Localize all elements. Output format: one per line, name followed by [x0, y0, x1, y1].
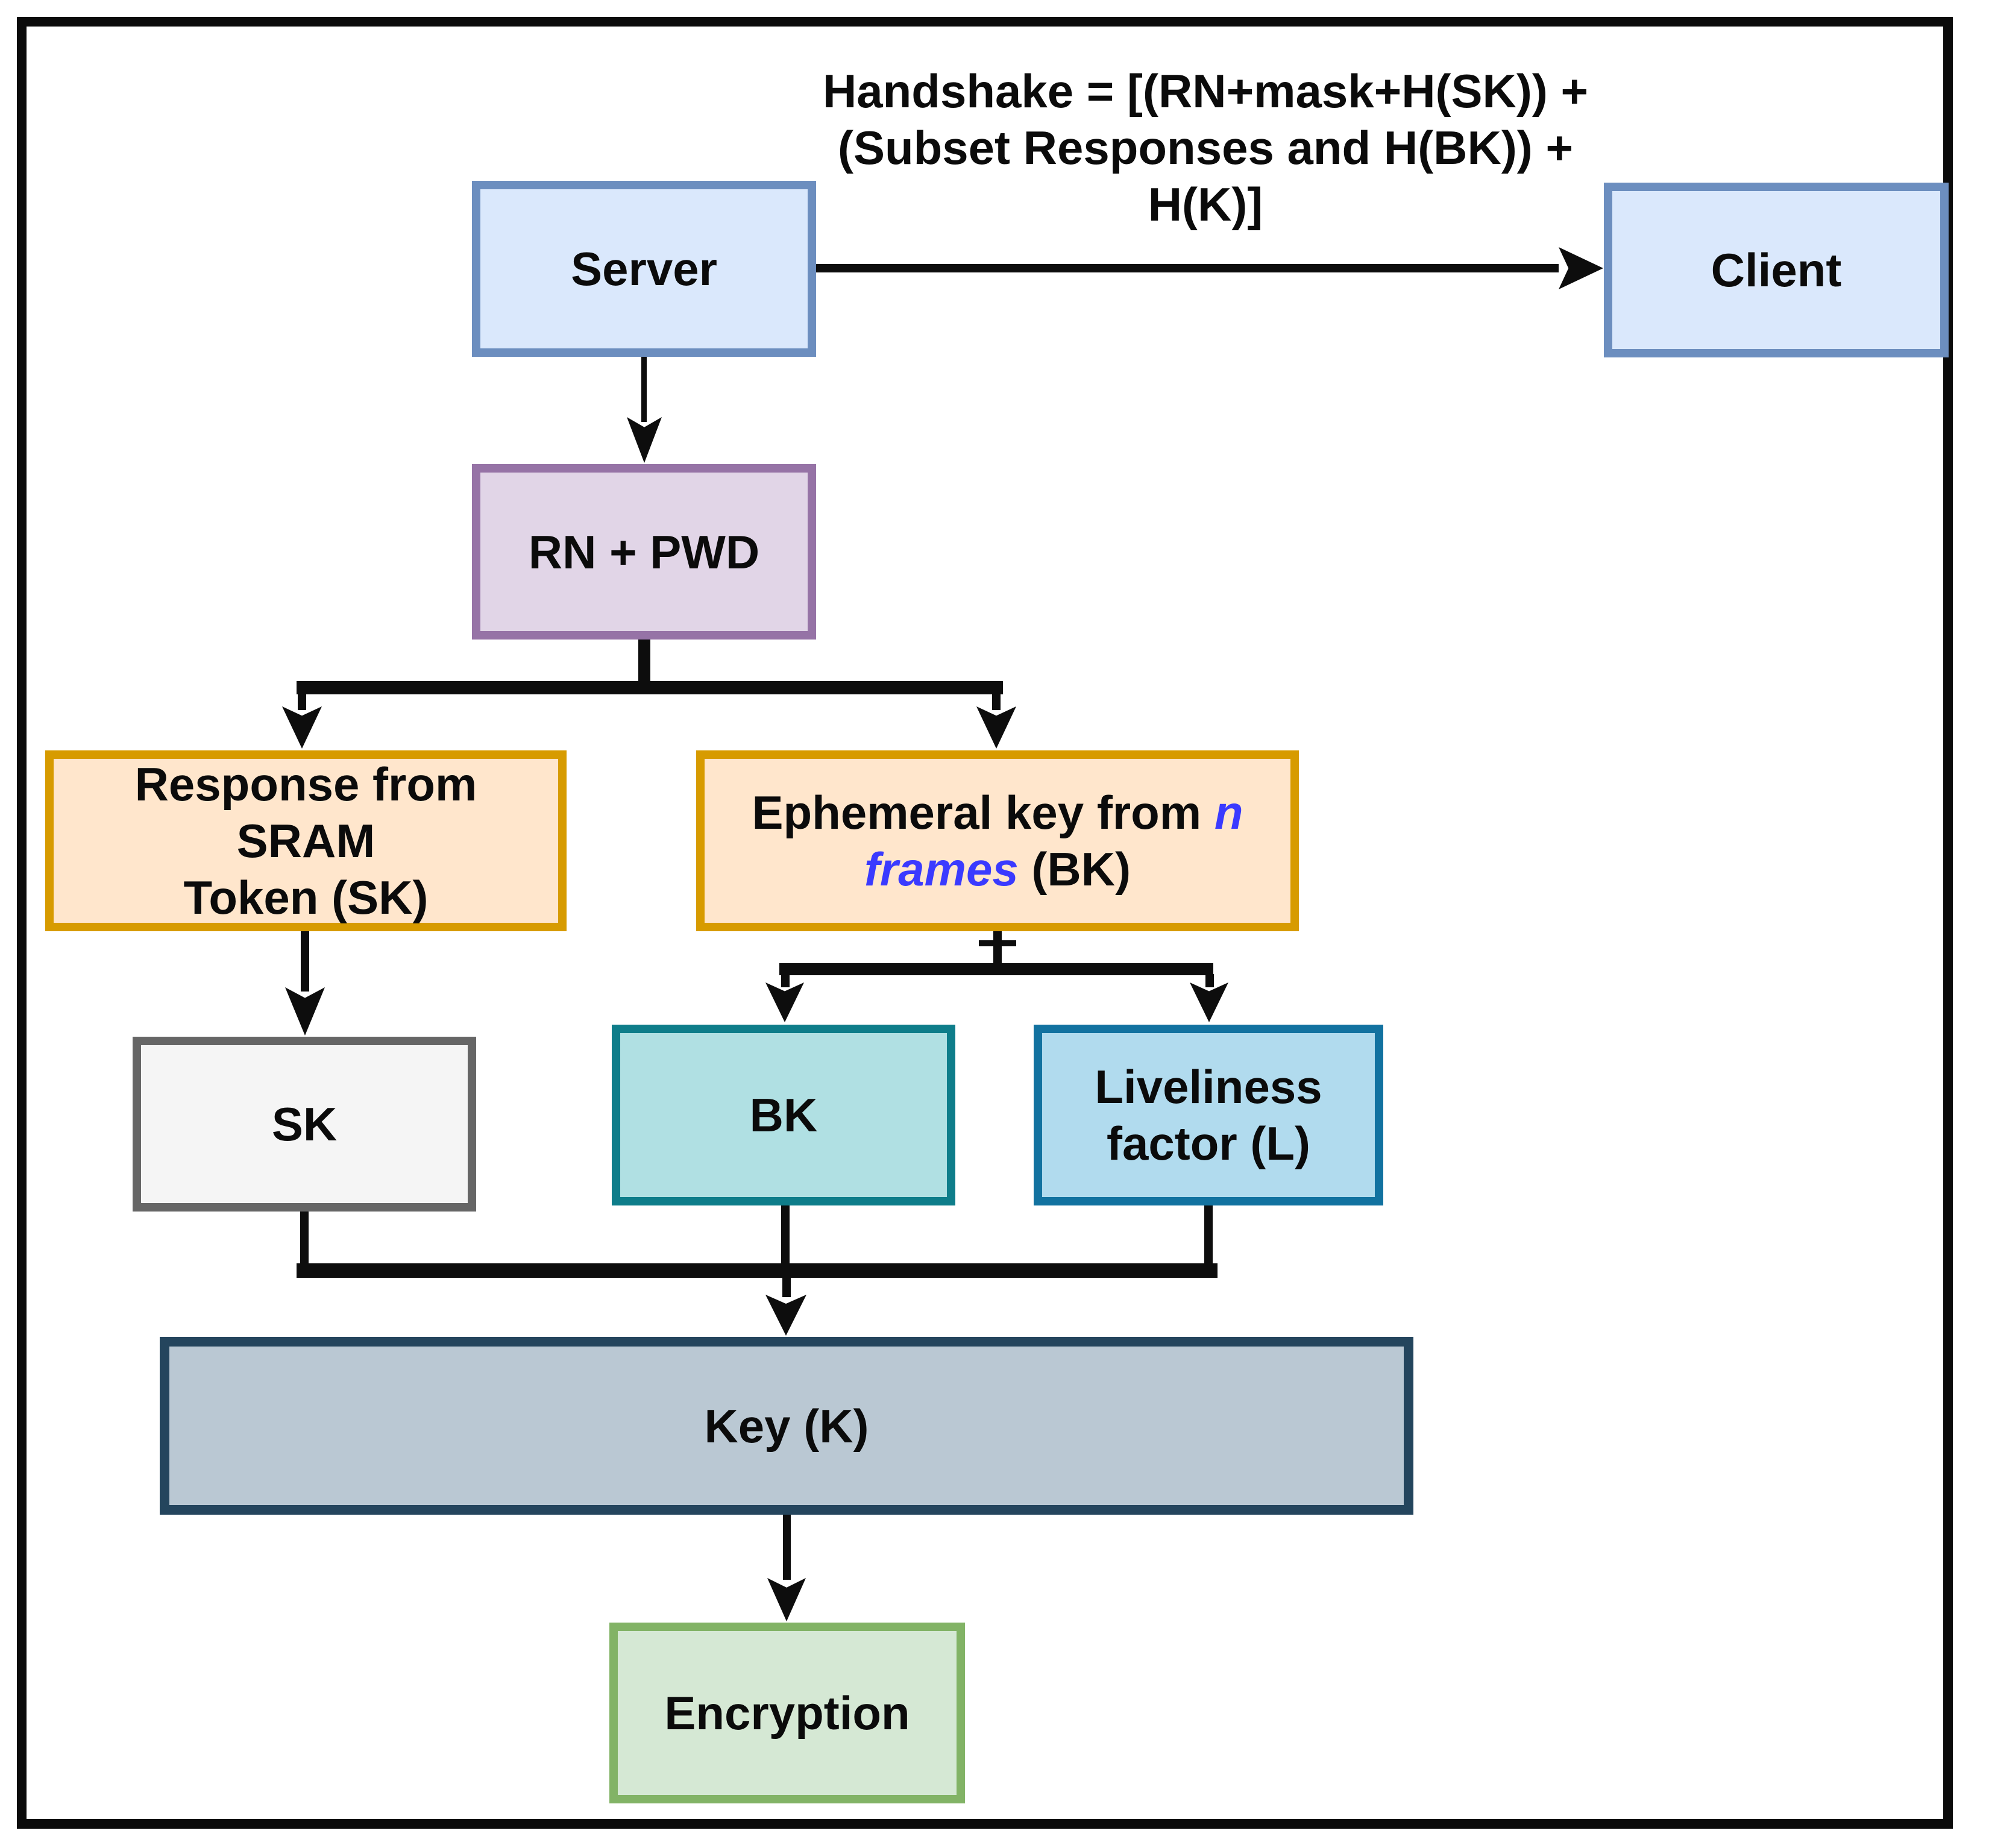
rn-pwd-node: RN + PWD — [472, 464, 816, 640]
outer-border-frame — [17, 17, 1953, 1829]
sk-node: SK — [133, 1037, 476, 1212]
sram-to-sk-arrow-line — [301, 931, 309, 992]
encryption-node-label: Encryption — [664, 1686, 910, 1740]
rnpwd-to-ephemeral-drop-line — [992, 694, 1001, 710]
rn-pwd-node-label: RN + PWD — [528, 525, 760, 579]
ephemeral-to-liveliness-drop-line — [1205, 974, 1214, 987]
liveliness-to-merge-line — [1204, 1205, 1213, 1267]
sk-node-label: SK — [271, 1098, 338, 1151]
server-to-rnpwd-arrow-line — [641, 357, 647, 422]
handshake-formula-line-2: (Subset Responses and H(BK)) + — [837, 121, 1573, 174]
n-italic-text: n — [1214, 786, 1243, 839]
ephemeral-branch-stem-line — [993, 931, 1002, 967]
frames-italic-text: frames — [864, 843, 1019, 896]
client-node-label: Client — [1711, 244, 1842, 297]
server-to-client-arrow-line — [816, 264, 1559, 272]
server-node: Server — [472, 181, 816, 357]
merge-to-key-stem-line — [782, 1277, 791, 1297]
merge-bar-line — [297, 1263, 1218, 1278]
bk-to-merge-line — [781, 1205, 790, 1267]
handshake-formula-label: Handshake = [(RN+mask+H(SK)) + (Subset R… — [771, 63, 1639, 233]
key-node-label: Key (K) — [704, 1399, 869, 1453]
rnpwd-branch-stem-line — [638, 640, 650, 688]
ephemeral-stem-tick-mark — [979, 940, 1016, 946]
key-node: Key (K) — [160, 1337, 1413, 1515]
client-node: Client — [1604, 183, 1949, 357]
encryption-node: Encryption — [609, 1623, 965, 1803]
ephemeral-branch-bar-line — [779, 963, 1213, 975]
server-node-label: Server — [571, 242, 717, 295]
ephemeral-to-bk-drop-line — [781, 974, 790, 987]
rnpwd-branch-bar-line — [297, 681, 1003, 694]
sk-to-merge-line — [300, 1212, 309, 1267]
bk-node: BK — [612, 1025, 955, 1205]
handshake-formula-line-3: H(K)] — [1148, 178, 1263, 231]
handshake-formula-line-1: Handshake = [(RN+mask+H(SK)) + — [822, 64, 1589, 118]
bk-node-label: BK — [749, 1089, 818, 1142]
key-to-encryption-arrow-line — [783, 1515, 791, 1580]
rnpwd-to-sram-drop-line — [298, 694, 306, 710]
